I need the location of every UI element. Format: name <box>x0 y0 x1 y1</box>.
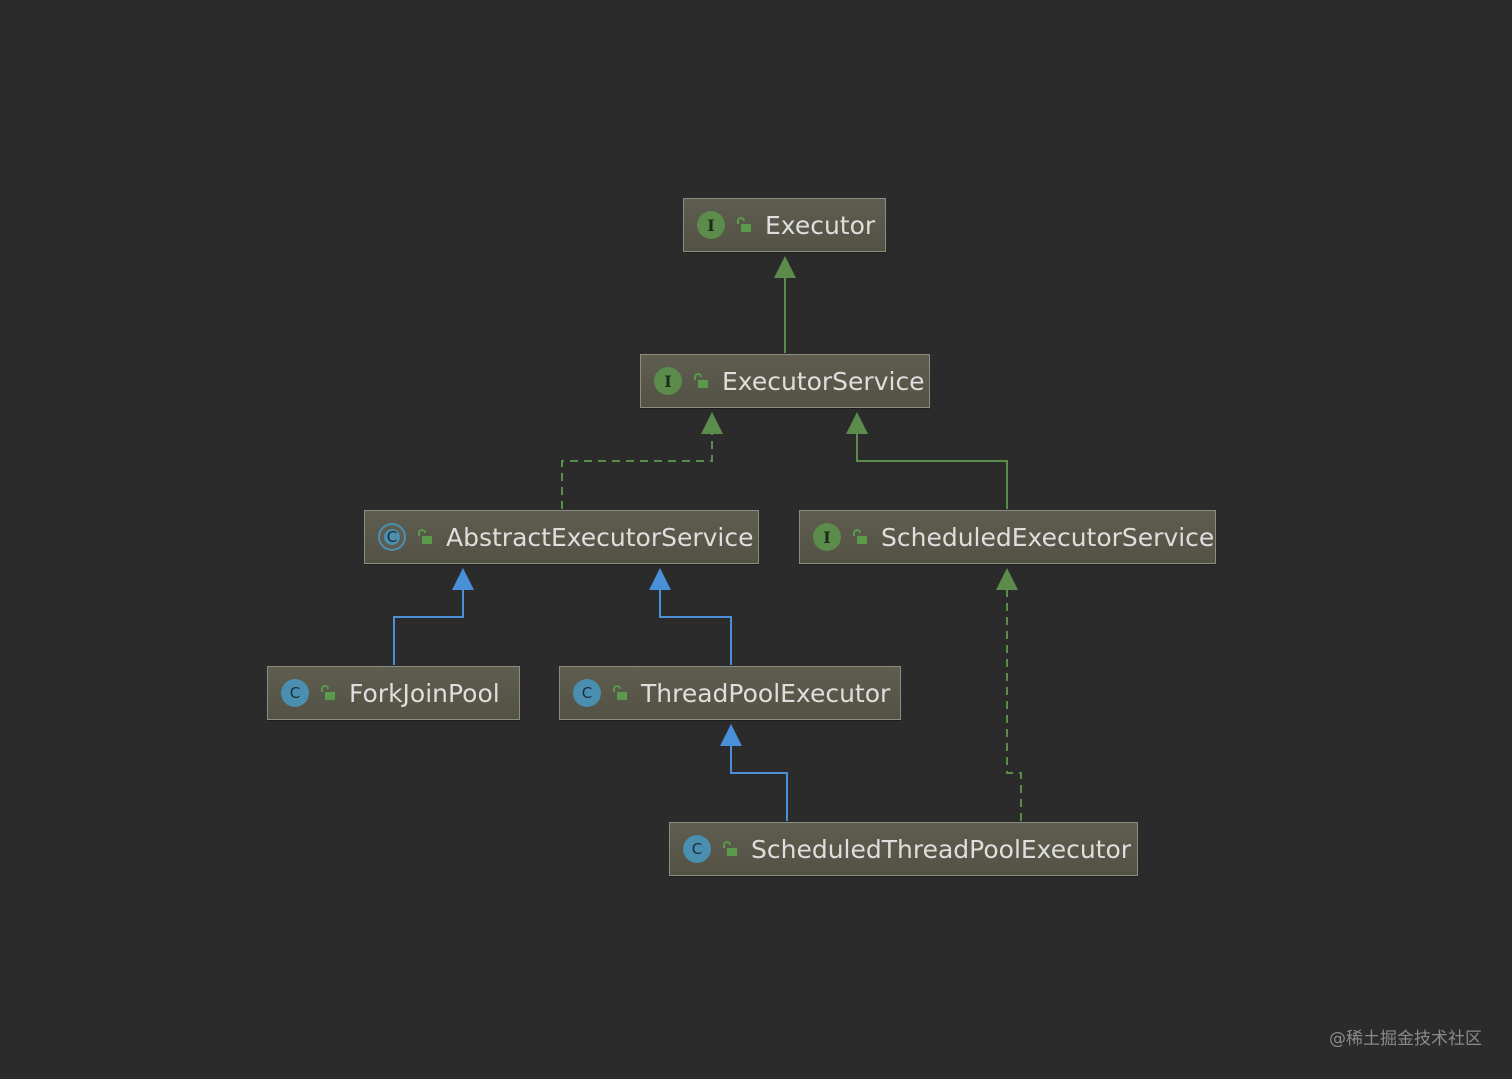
arrowhead-scheduledexecutorservice <box>996 568 1018 590</box>
node-label: ScheduledThreadPoolExecutor <box>751 834 1132 864</box>
class-c-icon: C <box>281 679 309 707</box>
arrowhead-executor <box>774 256 796 278</box>
abstract-class-c-icon: C <box>378 523 406 551</box>
arrowhead-executorservice-right <box>846 412 868 434</box>
public-lock-icon <box>321 685 335 700</box>
edge-scheduledexecutorservice-executorservice <box>856 434 1008 509</box>
arrowhead-executorservice-left <box>701 412 723 434</box>
node-executor-service[interactable]: I ExecutorService <box>640 354 930 408</box>
edge-abstractexecutorservice-executorservice <box>561 434 713 509</box>
edge-scheduledthreadpoolexecutor-scheduledexecutorservice <box>1006 590 1022 821</box>
node-label: AbstractExecutorService <box>446 522 754 552</box>
public-lock-icon <box>418 529 432 544</box>
node-label: Executor <box>765 210 876 240</box>
node-fork-join-pool[interactable]: C ForkJoinPool <box>267 666 520 720</box>
node-label: ForkJoinPool <box>349 678 500 708</box>
node-abstract-executor-service[interactable]: C AbstractExecutorService <box>364 510 759 564</box>
arrowhead-abstractexecutorservice-left <box>452 568 474 590</box>
public-lock-icon <box>694 373 708 388</box>
public-lock-icon <box>613 685 627 700</box>
public-lock-icon <box>723 841 737 856</box>
node-thread-pool-executor[interactable]: C ThreadPoolExecutor <box>559 666 901 720</box>
node-executor[interactable]: I Executor <box>683 198 886 252</box>
edge-threadpoolexecutor-abstractexecutorservice <box>659 590 732 665</box>
node-label: ExecutorService <box>722 366 925 396</box>
arrowhead-abstractexecutorservice-right <box>649 568 671 590</box>
node-label: ScheduledExecutorService <box>881 522 1215 552</box>
public-lock-icon <box>853 529 867 544</box>
class-c-icon: C <box>683 835 711 863</box>
interface-i-icon: I <box>654 367 682 395</box>
arrowhead-threadpoolexecutor <box>720 724 742 746</box>
interface-i-icon: I <box>813 523 841 551</box>
edge-scheduledthreadpoolexecutor-threadpoolexecutor <box>730 746 788 821</box>
public-lock-icon <box>737 217 751 232</box>
watermark: @稀土掘金技术社区 <box>1329 1029 1482 1049</box>
node-scheduled-executor-service[interactable]: I ScheduledExecutorService <box>799 510 1216 564</box>
class-c-icon: C <box>573 679 601 707</box>
interface-i-icon: I <box>697 211 725 239</box>
node-label: ThreadPoolExecutor <box>641 678 891 708</box>
node-scheduled-thread-pool-executor[interactable]: C ScheduledThreadPoolExecutor <box>669 822 1138 876</box>
edge-forkjoinpool-abstractexecutorservice <box>393 590 464 665</box>
